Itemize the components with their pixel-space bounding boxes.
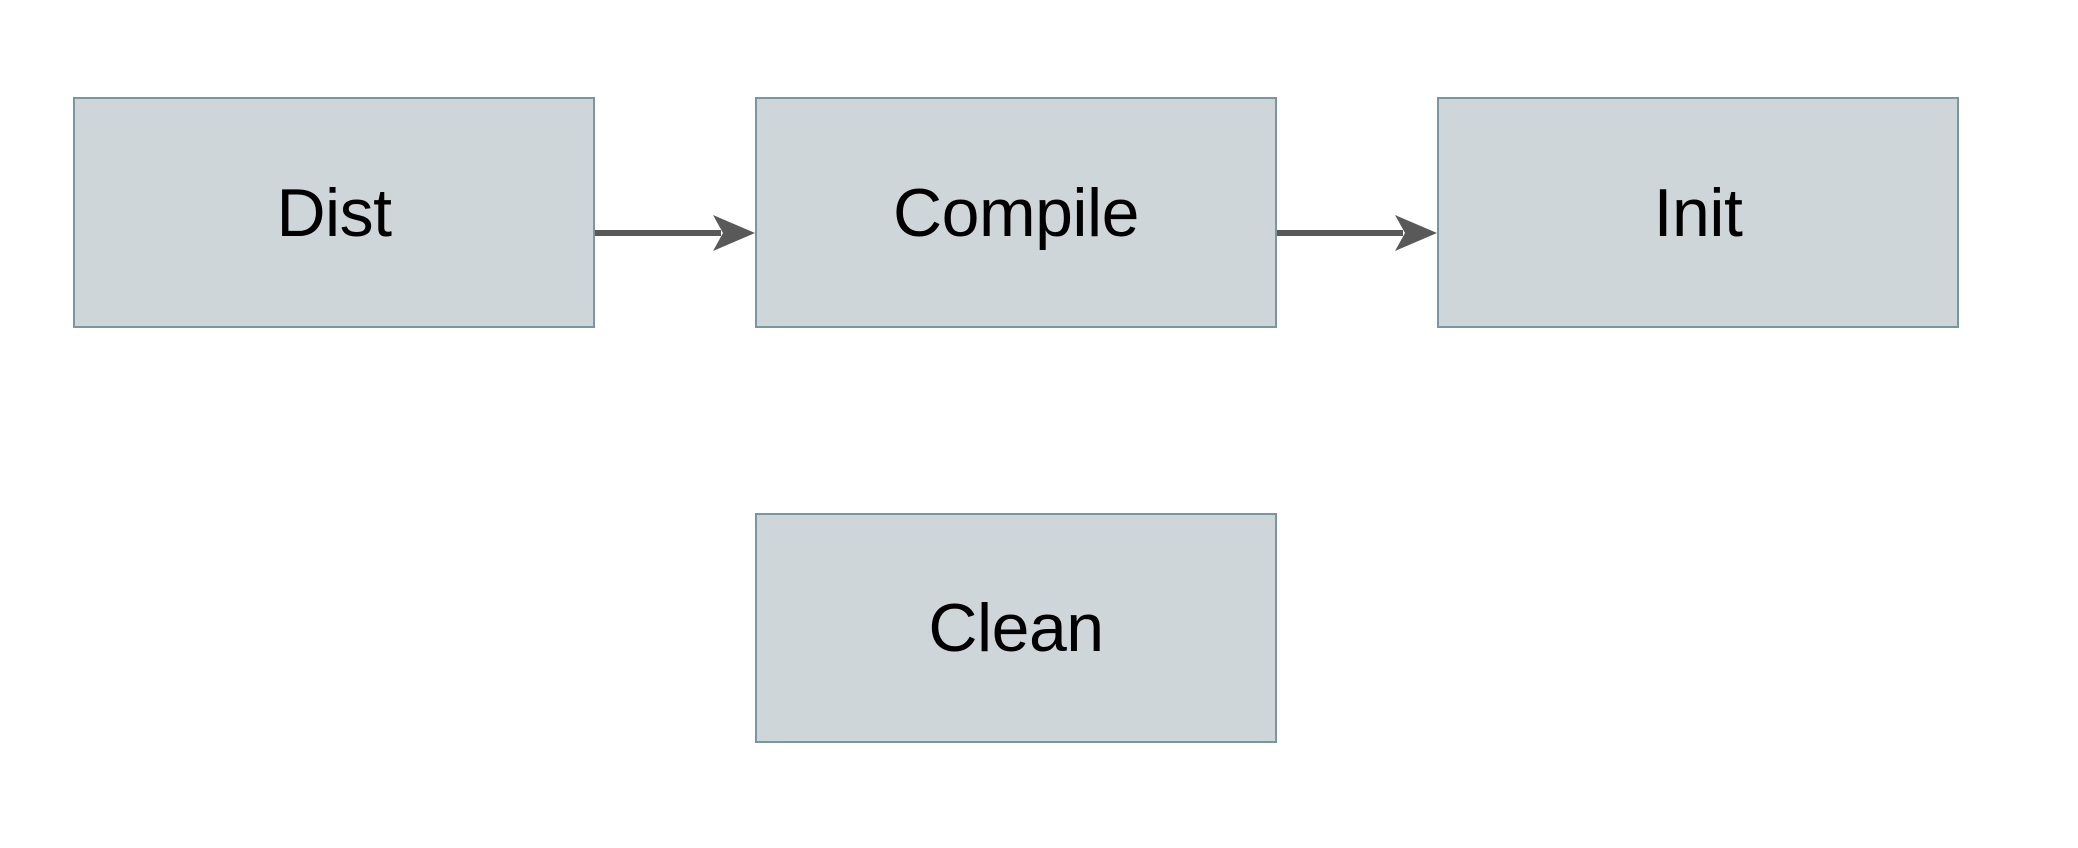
edge-arrow-svg — [1277, 215, 1437, 251]
node-compile[interactable]: Compile — [755, 97, 1277, 328]
arrowhead-icon — [1395, 215, 1437, 251]
edge-arrow-svg — [595, 215, 755, 251]
arrowhead-icon — [713, 215, 755, 251]
node-label-clean: Clean — [928, 590, 1104, 666]
node-init[interactable]: Init — [1437, 97, 1959, 328]
node-dist[interactable]: Dist — [73, 97, 595, 328]
node-clean[interactable]: Clean — [755, 513, 1277, 743]
node-label-compile: Compile — [893, 174, 1139, 251]
edge-dist-to-compile[interactable] — [595, 213, 755, 253]
node-label-init: Init — [1653, 174, 1743, 251]
node-label-dist: Dist — [276, 174, 392, 251]
edge-compile-to-init[interactable] — [1277, 213, 1437, 253]
